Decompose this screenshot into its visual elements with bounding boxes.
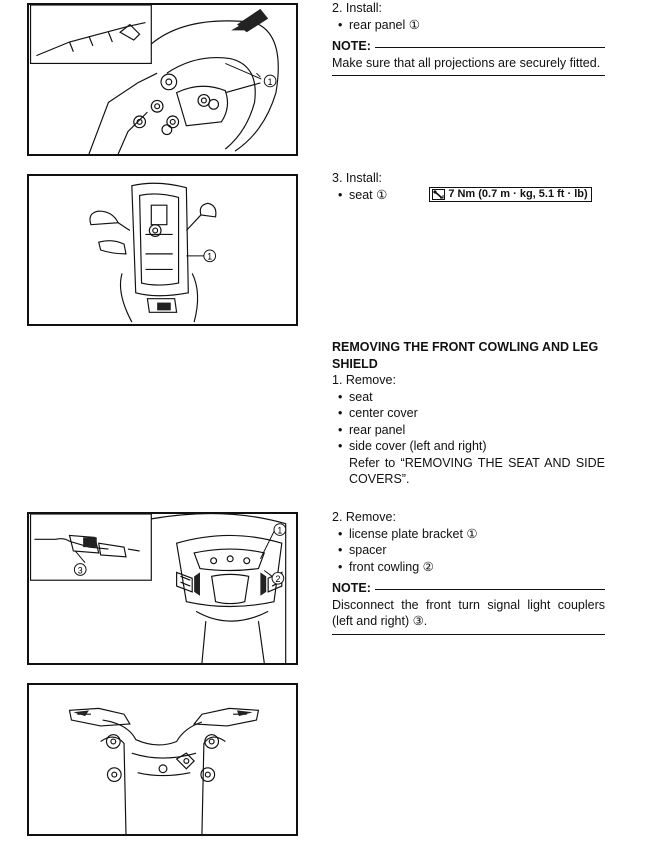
note-end-rule (332, 75, 605, 76)
step-label: 2. Remove: (332, 510, 396, 524)
note-header: NOTE: (332, 38, 605, 55)
remove-item: spacer (332, 542, 605, 559)
rear-panel-step: 2. Install: rear panel ① NOTE: Make sure… (332, 0, 605, 76)
remove-item: license plate bracket ① (332, 526, 605, 543)
seat-illustration: 1 (89, 182, 217, 323)
note-label: NOTE: (332, 581, 371, 595)
remove-item: front cowling ② (332, 559, 605, 576)
note-rule (374, 47, 605, 49)
callout-3: 3 (78, 565, 83, 575)
step-label: 3. Install: (332, 171, 383, 185)
leg-shield-illustration (68, 707, 260, 834)
front-cowling-illustration: 3 1 2 (29, 514, 287, 663)
removing-section: REMOVING THE FRONT COWLING AND LEG SHIEL… (332, 339, 605, 488)
remove-item: rear panel (332, 422, 605, 439)
front-cowling-step: 2. Remove: license plate bracket ① space… (332, 509, 605, 635)
callout-1: 1 (277, 525, 282, 535)
figure-rear-panel: 1 (27, 3, 298, 156)
callout-2: 2 (275, 574, 280, 584)
note-text: Disconnect the front turn signal light c… (332, 597, 605, 629)
step-label: 1. Remove: (332, 373, 396, 387)
torque-value: 7 Nm (0.7 m · kg, 5.1 ft · lb) (448, 188, 588, 201)
remove-item: side cover (left and right) (332, 438, 605, 455)
refer-text: Refer to “REMOVING THE SEAT AND SIDE COV… (349, 455, 605, 487)
install-item: seat ① (332, 187, 387, 204)
seat-step: 3. Install: seat ① 7 Nm (0.7 m · kg, 5.1… (332, 170, 605, 203)
remove-item: center cover (332, 405, 605, 422)
figure-leg-shield (27, 683, 298, 836)
note-header: NOTE: (332, 580, 605, 597)
torque-spec: 7 Nm (0.7 m · kg, 5.1 ft · lb) (429, 187, 593, 203)
rear-panel-illustration: 1 (29, 5, 279, 154)
section-heading: REMOVING THE FRONT COWLING AND LEG SHIEL… (332, 340, 599, 371)
torque-wrench-icon (432, 189, 446, 201)
note-end-rule (332, 633, 605, 635)
install-item: rear panel ① (332, 17, 605, 34)
seat-item-row: seat ① 7 Nm (0.7 m · kg, 5.1 ft · lb) (332, 187, 605, 204)
note-text: Make sure that all projections are secur… (332, 55, 601, 70)
callout-1: 1 (207, 252, 212, 262)
figure-seat: 1 (27, 174, 298, 326)
note-label: NOTE: (332, 39, 371, 53)
figure-front-cowling: 3 1 2 (27, 512, 298, 665)
note-rule (374, 589, 605, 591)
remove-item: seat (332, 389, 605, 406)
callout-1: 1 (268, 77, 273, 87)
step-label: 2. Install: (332, 1, 383, 15)
